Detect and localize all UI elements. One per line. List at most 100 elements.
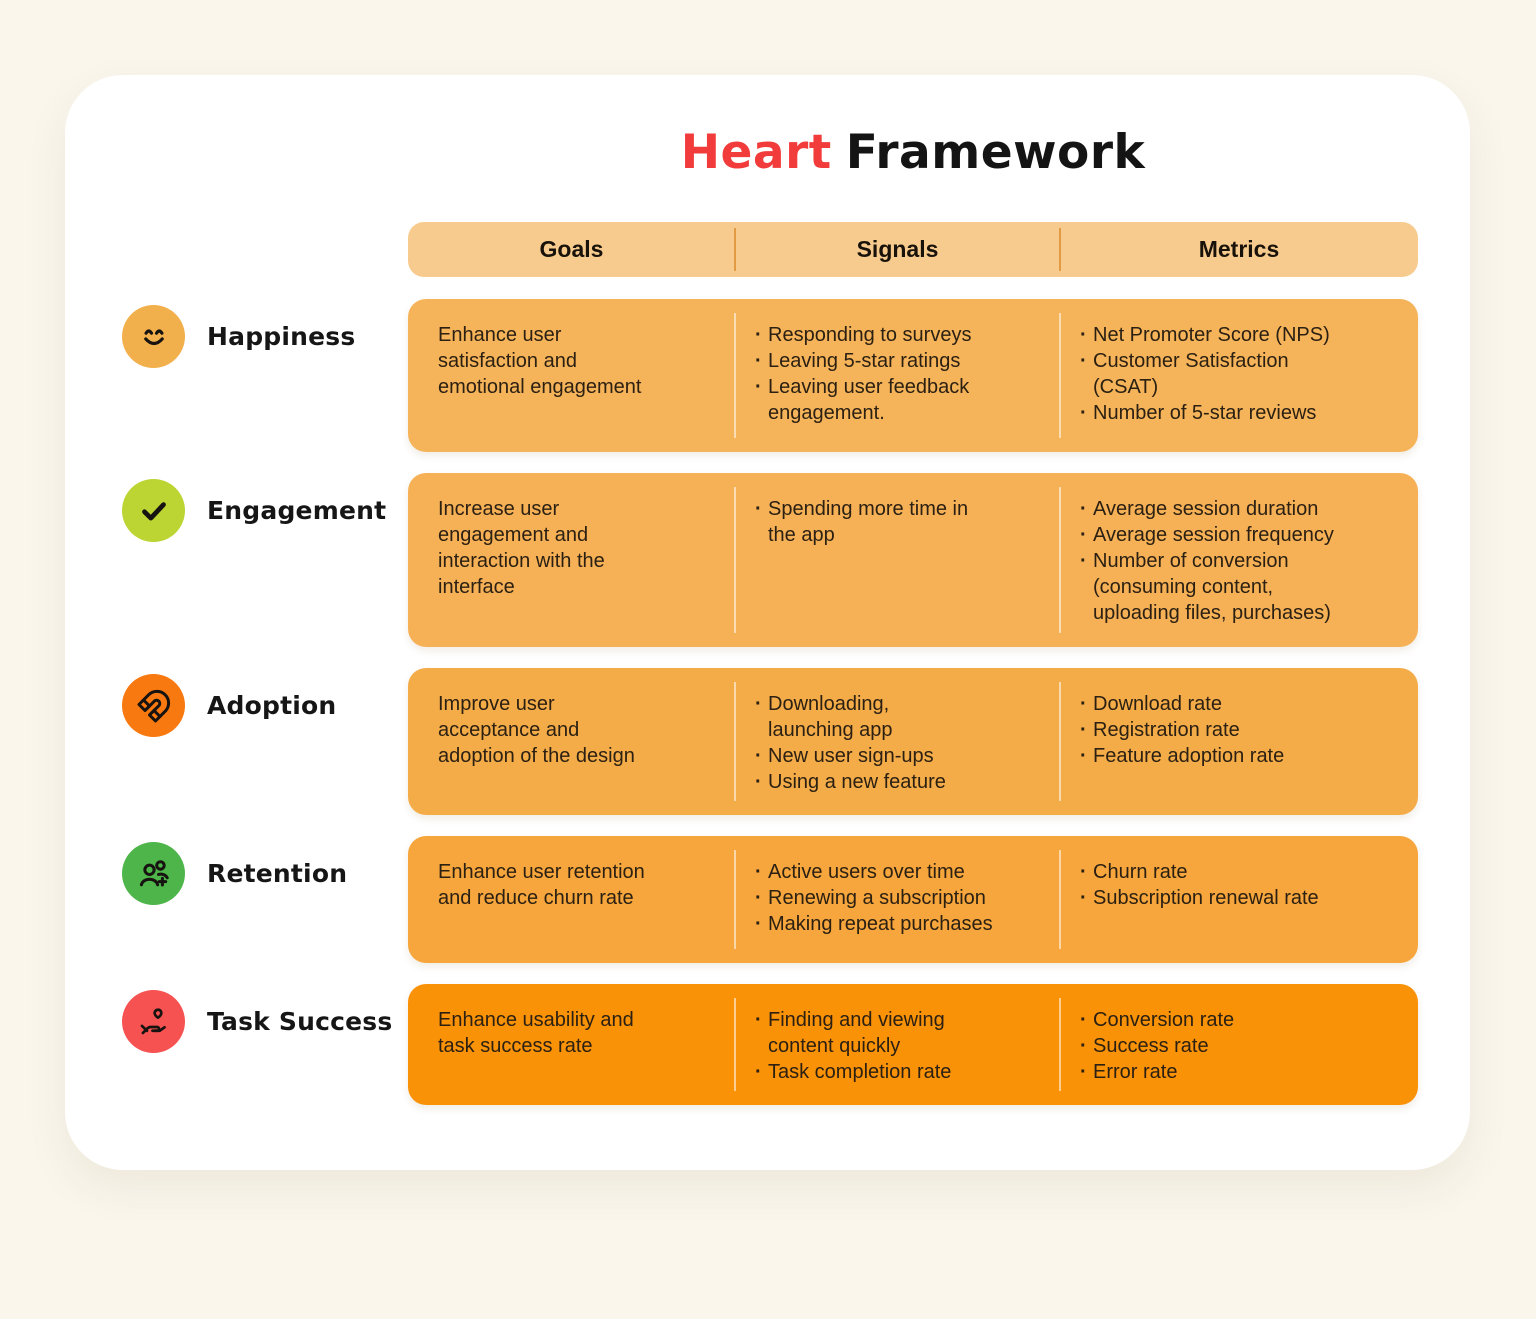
bullet-icon: ·: [1080, 1035, 1087, 1057]
row-task-success-content: Enhance usability and task success rate …: [408, 984, 1418, 1105]
bullet-icon: ·: [755, 1061, 762, 1083]
bullet-icon: ·: [1080, 745, 1087, 767]
list-item-text: Churn rate: [1093, 861, 1188, 883]
row-retention-content: Enhance user retention and reduce churn …: [408, 836, 1418, 963]
bullet-icon: ·: [1080, 1009, 1087, 1031]
list-item-text: Number of conversion (consuming content,…: [1093, 550, 1331, 624]
bullet-icon: ·: [755, 350, 762, 372]
list-item-text: Customer Satisfaction (CSAT): [1093, 350, 1289, 398]
list-item-text: Finding and viewing content quickly: [768, 1009, 945, 1057]
column-header-signals: Signals: [734, 222, 1060, 277]
table-header-row: Goals Signals Metrics: [122, 222, 1418, 277]
list-item: ·Download rate: [1080, 691, 1404, 717]
row-engagement-label-cell: Engagement: [122, 479, 408, 542]
column-header-goals: Goals: [539, 236, 604, 262]
header-spacer: [122, 222, 408, 277]
bullet-icon: ·: [1080, 861, 1087, 883]
list-item-text: Task completion rate: [768, 1061, 952, 1083]
smiley-face-icon: [122, 305, 185, 368]
list-item: · Number of conversion (consuming content…: [1080, 548, 1404, 626]
list-item-text: Registration rate: [1093, 719, 1240, 741]
list-item: ·Spending more time in the app: [755, 496, 1046, 548]
list-item: · New user sign-ups: [755, 743, 1046, 769]
bullet-icon: ·: [1080, 402, 1087, 424]
list-item-text: Conversion rate: [1093, 1009, 1235, 1031]
goals-text: Enhance usability and task success rate: [438, 1009, 634, 1057]
goals-cell: Enhance user satisfaction and emotional …: [408, 299, 735, 452]
list-item-text: Spending more time in the app: [768, 498, 969, 546]
hand-holding-heart-icon: [122, 990, 185, 1053]
bullet-icon: ·: [755, 913, 762, 935]
metrics-cell: ·Download rate·Registration rate·Feature…: [1059, 668, 1418, 815]
list-item: · Number of 5-star reviews: [1080, 400, 1404, 426]
list-item-text: Number of 5-star reviews: [1093, 402, 1317, 424]
list-item: · Renewing a subscription: [755, 885, 1046, 911]
list-item: · Task completion rate: [755, 1059, 1046, 1085]
list-item-text: Renewing a subscription: [768, 887, 986, 909]
list-item: · Churn rate: [1080, 859, 1404, 885]
list-item: ·Net Promoter Score (NPS): [1080, 322, 1404, 348]
row-happiness-label-cell: Happiness: [122, 305, 408, 368]
list-item: · Leaving 5-star ratings: [755, 348, 1046, 374]
list-item: · Leaving user feedback engagement.: [755, 374, 1046, 426]
goals-cell: Enhance user retention and reduce churn …: [408, 836, 735, 963]
list-item: ·Making repeat purchases: [755, 911, 1046, 937]
list-item: ·Average session frequency: [1080, 522, 1404, 548]
signals-cell: ·Responding to surveys·Leaving 5-star ra…: [734, 299, 1060, 452]
row-adoption: Adoption Improve user acceptance and ado…: [122, 668, 1418, 815]
metrics-cell: · Churn rate · Subscription renewal rate: [1059, 836, 1418, 963]
column-header-bar: Goals Signals Metrics: [408, 222, 1418, 277]
list-item-text: Leaving 5-star ratings: [768, 350, 961, 372]
bullet-icon: ·: [1080, 719, 1087, 741]
bullet-icon: ·: [755, 745, 762, 767]
list-item: ·Finding and viewing content quickly: [755, 1007, 1046, 1059]
title-accent: Heart: [680, 125, 832, 180]
list-item-text: Subscription renewal rate: [1093, 887, 1319, 909]
metrics-cell: ·Conversion rate·Success rate·Error rate: [1059, 984, 1418, 1105]
list-item: · Feature adoption rate: [1080, 743, 1404, 769]
row-adoption-content: Improve user acceptance and adoption of …: [408, 668, 1418, 815]
list-item: · Registration rate: [1080, 717, 1404, 743]
goals-cell: Enhance usability and task success rate: [408, 984, 735, 1105]
metrics-cell: ·Average session duration·Average sessio…: [1059, 473, 1418, 647]
list-item: ·Active users over time: [755, 859, 1046, 885]
goals-text: Enhance user retention and reduce churn …: [438, 861, 645, 909]
goals-cell: Improve user acceptance and adoption of …: [408, 668, 735, 815]
list-item: · Error rate: [1080, 1059, 1404, 1085]
bullet-icon: ·: [1080, 887, 1087, 909]
bullet-icon: ·: [1080, 550, 1087, 572]
row-happiness-content: Enhance user satisfaction and emotional …: [408, 299, 1418, 452]
bullet-icon: ·: [755, 861, 762, 883]
goals-cell: Increase user engagement and interaction…: [408, 473, 735, 647]
list-item: ·Downloading, launching app: [755, 691, 1046, 743]
bullet-icon: ·: [1080, 1061, 1087, 1083]
magnet-icon: [122, 674, 185, 737]
bullet-icon: ·: [755, 376, 762, 398]
list-item-text: Average session duration: [1093, 498, 1319, 520]
list-item-text: Feature adoption rate: [1093, 745, 1285, 767]
list-item-text: New user sign-ups: [768, 745, 934, 767]
bullet-icon: ·: [1080, 324, 1087, 346]
list-item-text: Responding to surveys: [768, 324, 972, 346]
list-item-text: Leaving user feedback engagement.: [768, 376, 970, 424]
list-item: · Subscription renewal rate: [1080, 885, 1404, 911]
list-item-text: Average session frequency: [1093, 524, 1334, 546]
list-item: ·Responding to surveys: [755, 322, 1046, 348]
bullet-icon: ·: [1080, 350, 1087, 372]
title-rest: Framework: [845, 125, 1146, 180]
goals-text: Increase user engagement and interaction…: [438, 498, 605, 598]
bullet-icon: ·: [1080, 498, 1087, 520]
row-label: Happiness: [207, 322, 356, 351]
list-item-text: Error rate: [1093, 1061, 1178, 1083]
row-engagement-content: Increase user engagement and interaction…: [408, 473, 1418, 647]
row-task-success-label-cell: Task Success: [122, 990, 408, 1053]
row-task-success: Task Success Enhance usability and task …: [122, 984, 1418, 1105]
column-header-metrics: Metrics: [1059, 222, 1418, 277]
row-label: Engagement: [207, 496, 387, 525]
signals-cell: ·Spending more time in the app: [734, 473, 1060, 647]
goals-text: Enhance user satisfaction and emotional …: [438, 324, 642, 398]
bullet-icon: ·: [755, 887, 762, 909]
list-item-text: Download rate: [1093, 693, 1222, 715]
